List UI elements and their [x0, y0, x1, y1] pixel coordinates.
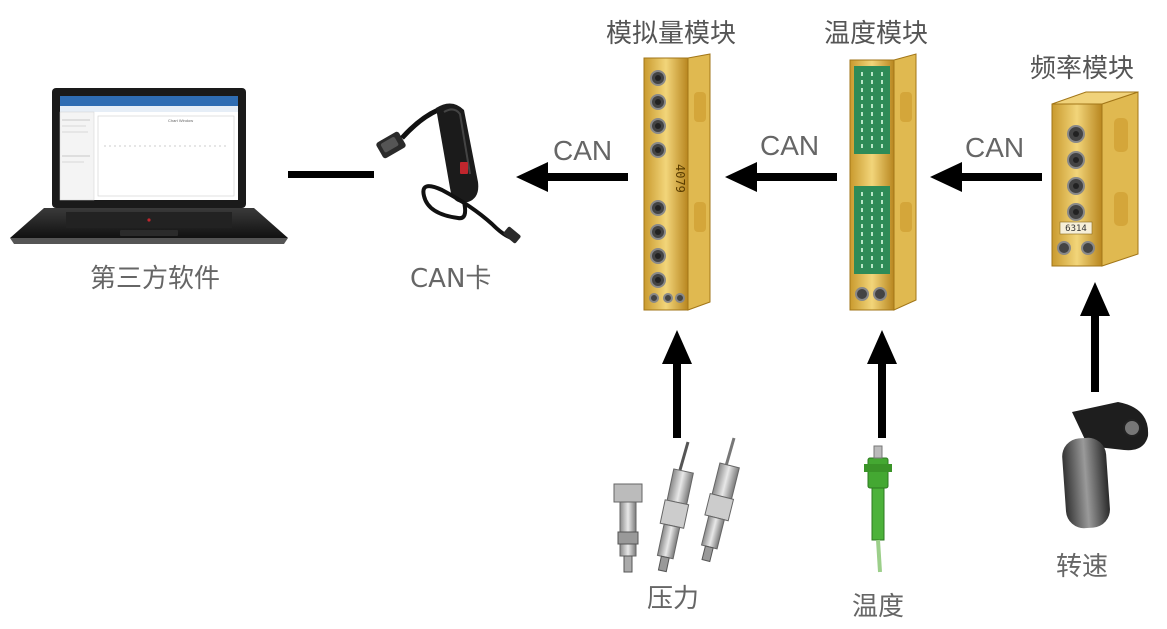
- speed-label: 转速: [1056, 552, 1109, 582]
- can-label-1: CAN: [553, 135, 613, 166]
- arrow-pressure-to-analog: [660, 330, 694, 438]
- temperature-sensor-image: [860, 444, 896, 574]
- laptop-screen-title: Chart Window: [168, 118, 193, 123]
- can-card-image: [372, 90, 522, 255]
- analog-module-image: 4079: [640, 52, 716, 314]
- temperature-label: 温度: [852, 592, 905, 622]
- pressure-label: 压力: [647, 584, 700, 614]
- can-card-label: CAN卡: [410, 264, 492, 294]
- pressure-sensor-image: [610, 436, 746, 580]
- can-label-3: CAN: [965, 132, 1025, 163]
- can-arrow-freq-to-temp: [930, 160, 1042, 194]
- can-arrow-analog-to-card: [516, 160, 628, 194]
- analog-module-id: 4079: [673, 164, 687, 193]
- frequency-module-image: 6314: [1050, 88, 1144, 270]
- can-arrow-temp-to-analog: [725, 160, 837, 194]
- arrow-speed-to-frequency: [1078, 282, 1112, 392]
- temperature-module-image: [848, 52, 920, 314]
- software-label: 第三方软件: [90, 264, 221, 294]
- frequency-module-id: 6314: [1065, 224, 1087, 234]
- speed-sensor-image: [1058, 398, 1154, 534]
- can-label-2: CAN: [760, 130, 820, 161]
- arrow-temperature-to-module: [865, 330, 899, 438]
- temperature-module-label: 温度模块: [824, 19, 929, 49]
- laptop-image: Chart Window: [8, 86, 290, 248]
- analog-module-label: 模拟量模块: [606, 19, 737, 49]
- frequency-module-label: 频率模块: [1030, 54, 1135, 84]
- connection-line: [288, 171, 374, 178]
